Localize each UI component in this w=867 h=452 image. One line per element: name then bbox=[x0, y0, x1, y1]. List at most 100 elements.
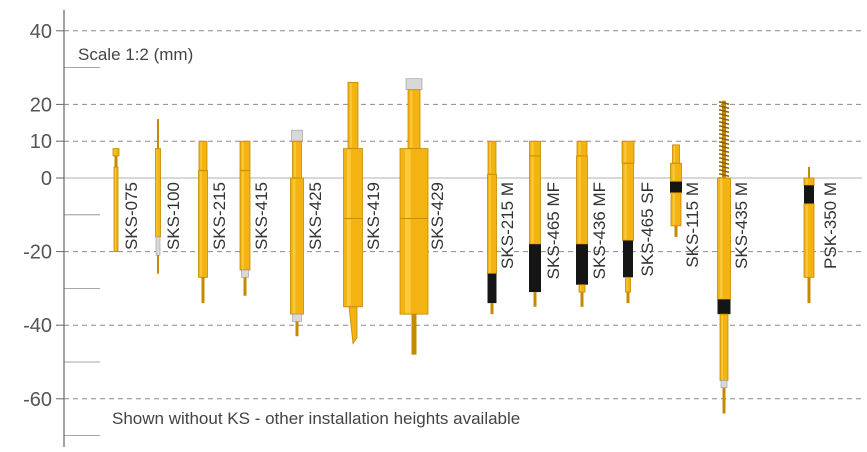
probe-4-part-4 bbox=[295, 321, 299, 337]
probe-3-part-0 bbox=[239, 140, 251, 172]
probe-12 bbox=[717, 100, 731, 414]
probe-6-part-2 bbox=[399, 148, 429, 315]
probe-1-part-3 bbox=[157, 255, 159, 274]
probe-9-part-0 bbox=[576, 140, 588, 157]
probe-3 bbox=[239, 140, 251, 296]
probe-6-part-0 bbox=[405, 78, 423, 90]
probe-label-4: SKS-425 bbox=[306, 182, 325, 250]
tick-label-6: -60 bbox=[23, 389, 52, 411]
probe-13-part-3 bbox=[803, 203, 815, 278]
probe-8-part-1-highlight bbox=[531, 156, 534, 244]
probe-13-part-1 bbox=[803, 177, 815, 186]
probe-label-7: SKS-215 M bbox=[498, 182, 517, 269]
probe-13-part-0 bbox=[808, 166, 810, 178]
probe-label-13: PSK-350 M bbox=[821, 182, 840, 269]
probe-9-part-3-highlight bbox=[580, 285, 582, 292]
probe-6-part-1 bbox=[407, 89, 421, 149]
probe-4-part-2-highlight bbox=[292, 179, 296, 314]
probe-label-12: SKS-435 M bbox=[732, 182, 751, 269]
probe-12-part-0-coil bbox=[718, 116, 730, 121]
probe-8-part-3 bbox=[533, 292, 537, 307]
probe-9-part-1-highlight bbox=[578, 156, 581, 244]
probe-3-part-1 bbox=[239, 170, 251, 271]
probe-5-part-0 bbox=[347, 81, 359, 149]
probe-9 bbox=[576, 140, 588, 307]
probe-10-part-4 bbox=[626, 292, 630, 304]
probe-11-part-0-highlight bbox=[673, 145, 676, 163]
probe-12-part-0-coil bbox=[718, 152, 730, 157]
probe-label-0: SKS-075 bbox=[122, 182, 141, 250]
probe-0-part-2 bbox=[113, 166, 119, 253]
probe-label-11: SKS-115 M bbox=[683, 182, 702, 268]
probe-5 bbox=[343, 81, 363, 345]
tick-label-5: -40 bbox=[23, 315, 52, 337]
probe-4-part-1 bbox=[292, 140, 302, 179]
probe-8-part-0-highlight bbox=[531, 142, 534, 155]
probe-6-part-3 bbox=[411, 314, 417, 355]
probe-12-part-0-coil bbox=[718, 108, 730, 113]
probe-0-part-0-highlight bbox=[114, 149, 116, 155]
probe-2-part-0-highlight bbox=[200, 142, 203, 170]
probe-11-part-3 bbox=[670, 192, 682, 227]
probe-12-part-0-coil bbox=[718, 104, 730, 109]
probe-12-part-0-coil bbox=[718, 156, 730, 161]
probe-4 bbox=[290, 129, 304, 337]
probe-3-part-3 bbox=[243, 277, 247, 296]
probe-12-part-0-coil bbox=[718, 172, 730, 177]
probe-0-part-0 bbox=[112, 148, 120, 157]
tick-label-4: -20 bbox=[23, 242, 52, 264]
probe-12-part-0-coil bbox=[718, 136, 730, 141]
probe-0 bbox=[112, 148, 120, 253]
probe-3-part-2 bbox=[241, 269, 249, 278]
probe-12-part-0-coil bbox=[718, 112, 730, 117]
probe-12-part-0-coil bbox=[718, 160, 730, 165]
probe-label-10: SKS-465 SF bbox=[638, 182, 657, 277]
probe-label-9: SKS-436 MF bbox=[590, 182, 609, 279]
probe-13-part-4 bbox=[807, 277, 811, 304]
probe-1 bbox=[155, 119, 161, 274]
probe-10 bbox=[621, 140, 635, 304]
probe-1-part-1-highlight bbox=[156, 149, 158, 236]
probe-label-8: SKS-465 MF bbox=[544, 182, 563, 279]
probe-8-part-2 bbox=[529, 244, 541, 293]
probe-12-part-1-highlight bbox=[719, 179, 723, 299]
probe-6-part-1-highlight bbox=[410, 90, 413, 148]
tick-label-3: 0 bbox=[41, 168, 52, 190]
probe-12-part-0-coil bbox=[718, 120, 730, 125]
probe-12-part-5 bbox=[722, 387, 726, 414]
probe-1-part-2 bbox=[155, 236, 161, 256]
probe-10-part-1 bbox=[622, 162, 634, 241]
probe-10-part-2 bbox=[623, 240, 633, 278]
probe-7-part-0 bbox=[487, 140, 497, 175]
probe-9-part-2 bbox=[576, 244, 588, 285]
probe-label-2: SKS-215 bbox=[210, 182, 229, 250]
probe-11-part-1 bbox=[670, 162, 682, 183]
probe-9-part-0-highlight bbox=[578, 142, 581, 155]
probe-9-part-3 bbox=[578, 284, 586, 293]
probe-6-part-2-highlight bbox=[405, 149, 411, 314]
probe-11-part-0 bbox=[672, 144, 680, 164]
probe-12-part-0-coil bbox=[718, 124, 730, 129]
tick-label-1: 20 bbox=[30, 94, 52, 116]
probe-8-part-0 bbox=[529, 140, 541, 157]
footer-note: Shown without KS - other installation he… bbox=[112, 409, 520, 428]
probe-label-6: SKS-429 bbox=[428, 182, 447, 250]
probe-13-part-3-highlight bbox=[805, 204, 808, 277]
probe-9-part-1 bbox=[576, 155, 588, 245]
probe-3-part-0-highlight bbox=[241, 142, 244, 170]
probe-12-part-0-coil bbox=[718, 168, 730, 173]
probe-12-part-0-coil bbox=[718, 140, 730, 145]
probe-12-part-3-highlight bbox=[721, 315, 724, 380]
probe-12-part-0-coil bbox=[718, 132, 730, 137]
probe-5-part-1-highlight bbox=[346, 149, 351, 306]
probe-7 bbox=[487, 140, 497, 315]
probe-7-part-3 bbox=[490, 303, 494, 315]
probe-12-part-0-coil bbox=[718, 164, 730, 169]
probe-4-part-3 bbox=[292, 313, 302, 322]
tick-label-2: 10 bbox=[30, 131, 52, 153]
probe-12-part-0-coil bbox=[718, 148, 730, 153]
